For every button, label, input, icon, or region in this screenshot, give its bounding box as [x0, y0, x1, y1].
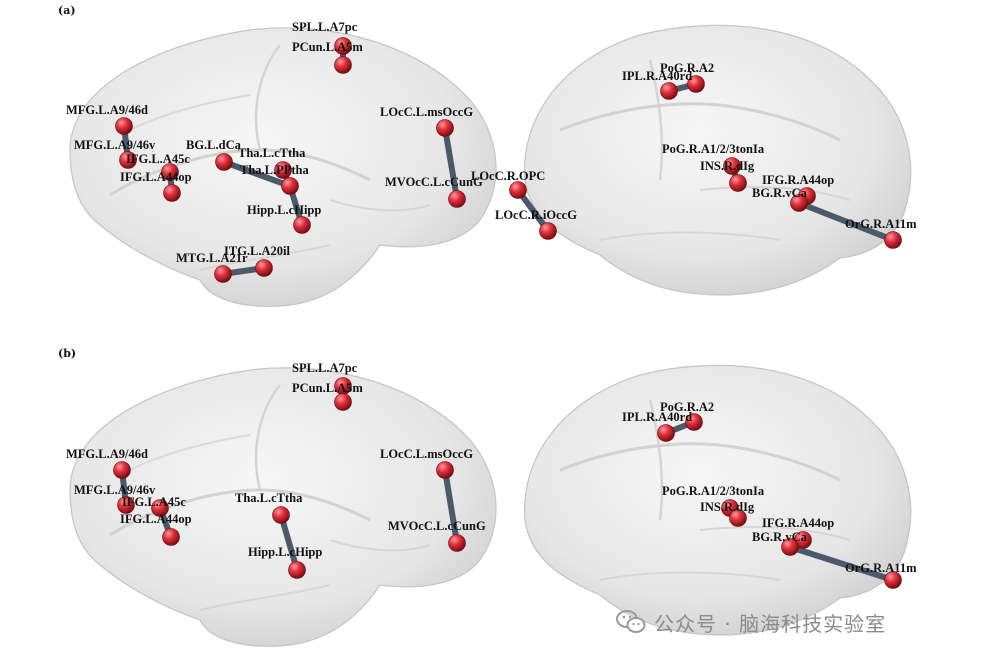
node-label-b-ifg-l-a44op: IFG.L.A44op	[120, 512, 192, 526]
node-a-itg-l-a20il	[255, 259, 273, 277]
edge-b-locc-l-msoccg--mvocc-l-ccung	[442, 467, 460, 546]
node-a-locc-r-ioccg	[539, 222, 557, 240]
node-label-b-mvocc-l-ccung: MVOcC.L.cCunG	[388, 519, 486, 533]
node-label-a-itg-l-a20il: ITG.L.A20il	[224, 244, 291, 258]
node-label-b-mfg-l-a9-46v: MFG.L.A9/46v	[74, 483, 156, 497]
node-a-tha-l-cttha	[274, 161, 292, 179]
node-label-a-locc-l-msoccg: LOcC.L.msOccG	[380, 105, 473, 119]
node-a-ipl-r-a40rd	[660, 82, 678, 100]
node-a-locc-r-opc	[509, 181, 527, 199]
node-label-b-ins-r-dig: INS.R.dIg	[700, 500, 755, 514]
panel-a-label: (a)	[58, 4, 76, 17]
node-b-org-r-a11m	[884, 571, 902, 589]
node-label-b-ifg-l-a45c: IFG.L.A45c	[122, 495, 186, 509]
node-b-mvocc-l-ccung	[448, 534, 466, 552]
node-label-a-pog-r-a1-2-3tonia: PoG.R.A1/2/3tonIa	[662, 142, 765, 156]
node-a-mtg-l-a21r	[214, 265, 232, 283]
node-label-b-mfg-l-a9-46d: MFG.L.A9/46d	[66, 447, 148, 461]
node-a-hipp-l-chipp	[293, 216, 311, 234]
node-label-a-locc-r-ioccg: LOcC.R.iOccG	[495, 208, 577, 222]
node-b-hipp-l-chipp	[288, 561, 306, 579]
node-a-mvocc-l-ccung	[448, 190, 466, 208]
node-b-bg-r-vca	[781, 538, 799, 556]
node-label-a-ipl-r-a40rd: IPL.R.A40rd	[622, 69, 692, 83]
node-label-b-hipp-l-chipp: Hipp.L.cHipp	[248, 545, 322, 559]
edge-b-bg-r-vca--org-r-a11m	[787, 544, 896, 583]
edge-a-bg-r-vca--org-r-a11m	[796, 200, 896, 243]
node-label-b-pog-r-a2: PoG.R.A2	[660, 400, 714, 414]
node-a-mfg-l-a9-46d	[115, 117, 133, 135]
node-a-bg-l-dca	[215, 153, 233, 171]
edge-b-tha-l-cttha--hipp-l-chipp	[278, 512, 300, 573]
node-label-b-ipl-r-a40rd: IPL.R.A40rd	[622, 410, 692, 424]
node-b-ipl-r-a40rd	[657, 424, 675, 442]
node-a-spl-l-a7pc	[334, 37, 352, 55]
node-label-a-pcun-l-a5m: PCun.L.A5m	[292, 40, 363, 54]
node-label-b-org-r-a11m: OrG.R.A11m	[845, 561, 917, 575]
node-label-b-bg-r-vca: BG.R.vCa	[752, 530, 808, 544]
panel-b-nodes	[113, 377, 902, 589]
node-a-locc-l-msoccg	[436, 119, 454, 137]
edge-a-locc-l-msoccg--mvocc-l-ccung	[442, 125, 460, 202]
node-b-locc-l-msoccg	[436, 461, 454, 479]
node-label-b-locc-l-msoccg: LOcC.L.msOccG	[380, 447, 473, 461]
node-a-ifg-l-a44op	[163, 184, 181, 202]
node-label-a-locc-r-opc: LOcC.R.OPC	[471, 169, 545, 183]
panel-b-labels: SPL.L.A7pcPCun.L.A5mMFG.L.A9/46dMFG.L.A9…	[66, 361, 917, 575]
node-b-pog-r-a2	[685, 413, 703, 431]
node-b-ifg-l-a45c	[151, 499, 169, 517]
node-b-mfg-l-a9-46d	[113, 461, 131, 479]
node-label-a-mvocc-l-ccung: MVOcC.L.cCunG	[385, 175, 483, 189]
watermark: 公众号 · 脑海科技实验室	[616, 606, 986, 638]
node-label-a-ins-r-dig: INS.R.dIg	[700, 159, 755, 173]
node-b-ins-r-dig	[729, 509, 747, 527]
node-label-a-bg-r-vca: BG.R.vCa	[752, 186, 808, 200]
node-label-a-spl-l-a7pc: SPL.L.A7pc	[292, 20, 358, 34]
node-label-a-pog-r-a2: PoG.R.A2	[660, 61, 714, 75]
node-a-ins-r-dig	[729, 174, 747, 192]
node-label-b-pog-r-a1-2-3tonia: PoG.R.A1/2/3tonIa	[662, 484, 765, 498]
node-label-a-hipp-l-chipp: Hipp.L.cHipp	[247, 203, 321, 217]
node-b-ifg-l-a44op	[162, 528, 180, 546]
node-label-a-mfg-l-a9-46d: MFG.L.A9/46d	[66, 103, 148, 117]
wechat-icon	[616, 610, 646, 633]
node-label-a-mtg-l-a21r: MTG.L.A21r	[176, 251, 248, 265]
node-label-a-tha-l-cttha: Tha.L.cTtha	[238, 146, 306, 160]
panel-b-brains	[68, 363, 913, 648]
node-label-a-org-r-a11m: OrG.R.A11m	[845, 217, 917, 231]
node-label-b-pcun-l-a5m: PCun.L.A5m	[292, 381, 363, 395]
panel-a-nodes	[115, 37, 902, 283]
node-a-ifg-l-a45c	[161, 163, 179, 181]
panel-a-labels: SPL.L.A7pcPCun.L.A5mMFG.L.A9/46dMFG.L.A9…	[66, 20, 917, 265]
node-label-a-tha-l-pptha: Tha.L.PPtha	[240, 163, 310, 177]
node-a-bg-r-vca	[790, 194, 808, 212]
watermark-text: 公众号 · 脑海科技实验室	[654, 611, 887, 636]
node-label-b-ifg-r-a44op: IFG.R.A44op	[762, 516, 834, 530]
node-label-a-mfg-l-a9-46v: MFG.L.A9/46v	[74, 138, 156, 152]
node-label-a-ifg-l-a45c: IFG.L.A45c	[126, 152, 190, 166]
panel-b-label: (b)	[58, 347, 76, 360]
node-a-pcun-l-a5m	[334, 56, 352, 74]
node-a-tha-l-pptha	[281, 177, 299, 195]
node-b-mfg-l-a9-46v	[117, 496, 135, 514]
edge-a-bg-l-dca--tha-l-pptha	[221, 159, 293, 189]
node-label-b-spl-l-a7pc: SPL.L.A7pc	[292, 361, 358, 375]
node-label-a-ifg-r-a44op: IFG.R.A44op	[762, 173, 834, 187]
node-b-tha-l-cttha	[272, 506, 290, 524]
node-label-a-ifg-l-a44op: IFG.L.A44op	[120, 170, 192, 184]
node-label-b-tha-l-cttha: Tha.L.cTtha	[235, 491, 303, 505]
node-a-org-r-a11m	[884, 231, 902, 249]
node-b-pcun-l-a5m	[334, 393, 352, 411]
node-a-mfg-l-a9-46v	[119, 151, 137, 169]
node-label-a-bg-l-dca: BG.L.dCa	[186, 138, 242, 152]
node-a-pog-r-a2	[687, 75, 705, 93]
node-a-pog-r-a1-2-3tonia	[723, 157, 741, 175]
